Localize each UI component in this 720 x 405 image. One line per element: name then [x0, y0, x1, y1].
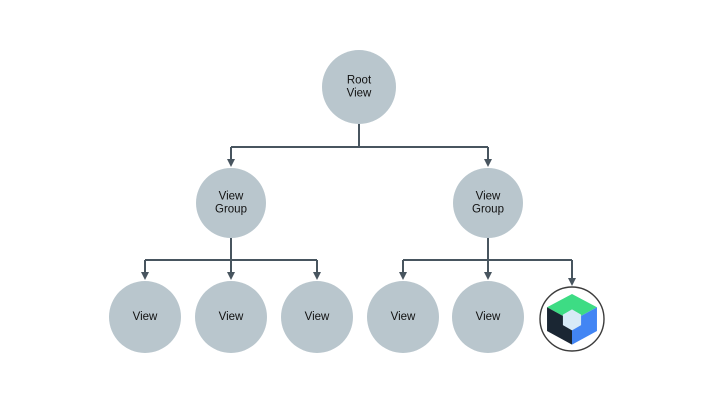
jetpack-compose-logo-icon — [547, 294, 597, 345]
arrow-head-icon — [141, 272, 149, 280]
compose-cube-center-hexagon — [562, 309, 582, 331]
node-circle — [452, 281, 524, 353]
node-label-line2: Group — [472, 204, 504, 216]
node-label: View — [476, 311, 501, 323]
node-label: Root — [347, 75, 372, 87]
node-label: View — [133, 311, 158, 323]
node-circle — [109, 281, 181, 353]
arrow-head-icon — [484, 272, 492, 280]
node-circle — [367, 281, 439, 353]
compose-cube-top-face — [547, 294, 597, 321]
node-circle — [322, 50, 396, 124]
view-leaf-node-4[interactable]: View — [367, 281, 439, 353]
connector-group-view-group-left — [141, 238, 321, 280]
arrow-head-icon — [484, 159, 492, 167]
connector-group-view-group-right — [399, 238, 576, 286]
arrow-head-icon — [568, 278, 576, 286]
view-leaf-node-1[interactable]: View — [109, 281, 181, 353]
node-label-line2: View — [347, 88, 372, 100]
arrow-head-icon — [313, 272, 321, 280]
compose-cube-right-face — [572, 307, 597, 345]
arrow-head-icon — [227, 159, 235, 167]
node-circle — [281, 281, 353, 353]
view-leaf-node-5[interactable]: View — [452, 281, 524, 353]
node-label: View — [219, 311, 244, 323]
view-leaf-node-2[interactable]: View — [195, 281, 267, 353]
connector-group-root-view — [227, 124, 492, 167]
node-circle — [453, 168, 523, 238]
arrow-head-icon — [399, 272, 407, 280]
node-circle — [196, 168, 266, 238]
node-label: View — [305, 311, 330, 323]
jetpack-compose-node[interactable] — [539, 286, 605, 352]
view-leaf-node-3[interactable]: View — [281, 281, 353, 353]
arrow-head-icon — [227, 272, 235, 280]
compose-cube-left-face — [547, 307, 572, 345]
node-label: View — [391, 311, 416, 323]
connectors-layer — [141, 124, 576, 286]
node-label: View — [476, 191, 501, 203]
node-label: View — [219, 191, 244, 203]
node-label-line2: Group — [215, 204, 247, 216]
node-circle — [195, 281, 267, 353]
